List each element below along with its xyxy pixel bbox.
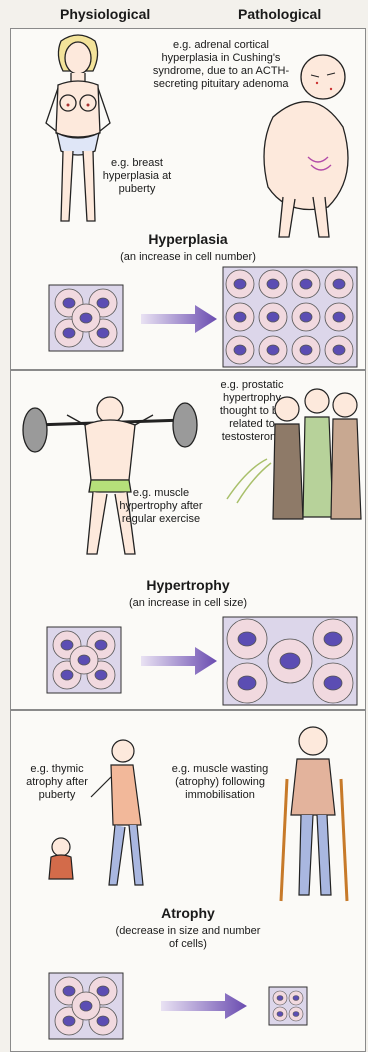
atrophy-arrow bbox=[161, 993, 247, 1019]
hyperplasia-arrow bbox=[141, 305, 217, 333]
cell-nucleus bbox=[333, 345, 345, 355]
hyperplasia-subtitle: (an increase in cell number) bbox=[11, 251, 365, 264]
atrophy-pathological-example: e.g. muscle wasting (atrophy) following … bbox=[165, 763, 275, 802]
hypertrophy-title: Hypertrophy bbox=[11, 577, 365, 593]
physiological-header: Physiological bbox=[60, 6, 150, 22]
atrophy-subtitle: (decrease in size and number of cells) bbox=[115, 925, 261, 951]
cell-nucleus bbox=[267, 345, 279, 355]
hyperplasia-title: Hyperplasia bbox=[11, 231, 365, 247]
adult-and-baby-illustration bbox=[41, 737, 181, 897]
cell-nucleus bbox=[267, 279, 279, 289]
atrophy-title: Atrophy bbox=[11, 905, 365, 921]
column-headers: Physiological Pathological bbox=[0, 0, 368, 28]
cell-nucleus bbox=[267, 312, 279, 322]
elderly-men-illustration bbox=[247, 379, 363, 561]
pathological-header: Pathological bbox=[238, 6, 321, 22]
hyperplasia-physiological-example: e.g. breast hyperplasia at puberty bbox=[99, 157, 175, 196]
cell-nucleus bbox=[300, 345, 312, 355]
hypertrophy-physiological-example: e.g. muscle hypertrophy after regular ex… bbox=[119, 487, 203, 526]
weightlifter-illustration bbox=[15, 375, 205, 561]
hyperplasia-cells-diagram bbox=[223, 267, 357, 367]
hypertrophy-subtitle: (an increase in cell size) bbox=[11, 597, 365, 610]
cell-nucleus bbox=[300, 279, 312, 289]
atrophy-cells-diagram bbox=[269, 987, 307, 1025]
cell-nucleus bbox=[234, 312, 246, 322]
cell-nucleus bbox=[333, 279, 345, 289]
cell-nucleus bbox=[234, 345, 246, 355]
cell-nucleus bbox=[234, 279, 246, 289]
cell-nucleus bbox=[300, 312, 312, 322]
normal-cells-diagram bbox=[49, 285, 123, 351]
normal-cells-diagram-3 bbox=[49, 973, 123, 1039]
immobilised-patient-illustration bbox=[273, 719, 361, 909]
hyperplasia-panel: e.g. adrenal cortical hyperplasia in Cus… bbox=[10, 28, 366, 370]
hypertrophy-arrow bbox=[141, 647, 217, 675]
hypertrophy-panel: e.g. prostatic hypertrophy thought to be… bbox=[10, 370, 366, 710]
hypertrophy-cells-diagram bbox=[223, 617, 357, 705]
woman-puberty-illustration bbox=[33, 33, 123, 233]
cell-nucleus bbox=[333, 312, 345, 322]
atrophy-panel: e.g. thymic atrophy after puberty e.g. m… bbox=[10, 710, 366, 1052]
normal-cells-diagram-2 bbox=[47, 627, 121, 693]
cushing-patient-illustration bbox=[253, 47, 363, 247]
